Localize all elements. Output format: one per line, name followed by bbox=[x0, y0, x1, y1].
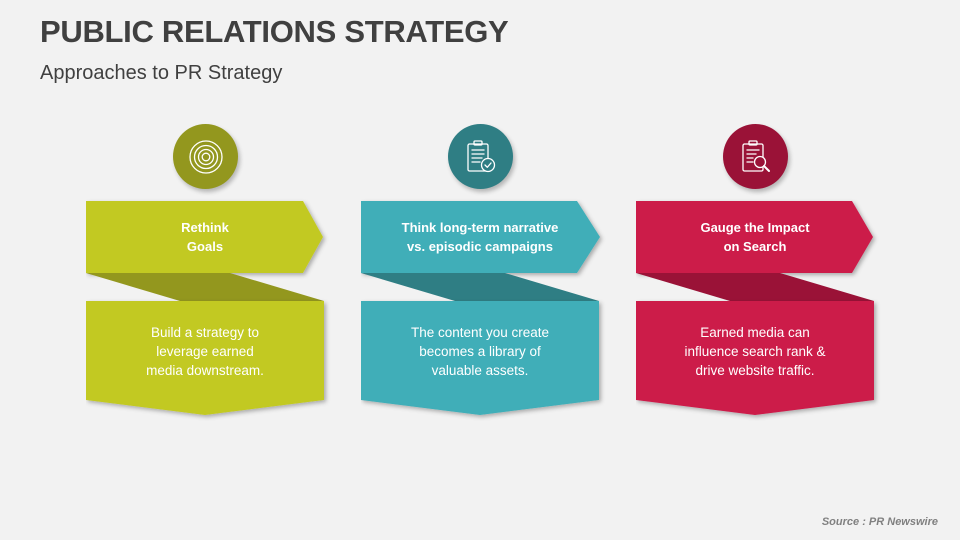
heading-arrow bbox=[361, 201, 600, 273]
page-title: PUBLIC RELATIONS STRATEGY bbox=[40, 14, 509, 49]
clipboard-search-icon bbox=[723, 124, 788, 189]
card-heading: Gauge the Impact on Search bbox=[700, 219, 810, 254]
fold-shape bbox=[636, 273, 874, 301]
card-body: Earned media can influence search rank &… bbox=[684, 324, 826, 378]
body-chevron bbox=[361, 301, 599, 415]
fold-shape bbox=[361, 273, 599, 301]
card-shapes bbox=[361, 201, 600, 415]
approach-card-gauge-impact: Gauge the Impact on Search Earned media … bbox=[636, 0, 911, 540]
card-heading: Think long-term narrative vs. episodic c… bbox=[401, 219, 559, 254]
heading-arrow bbox=[636, 201, 873, 273]
page-subtitle: Approaches to PR Strategy bbox=[40, 62, 283, 84]
card-body: Build a strategy to leverage earned medi… bbox=[146, 324, 264, 378]
card-body: The content you create becomes a library… bbox=[410, 324, 550, 378]
target-icon bbox=[173, 124, 238, 189]
clipboard-check-icon bbox=[448, 124, 513, 189]
source-citation: Source : PR Newswire bbox=[821, 516, 938, 528]
heading-arrow bbox=[86, 201, 323, 273]
card-heading: Rethink Goals bbox=[181, 219, 229, 254]
card-shapes bbox=[86, 201, 324, 415]
body-chevron bbox=[636, 301, 874, 415]
approach-card-rethink-goals: Rethink Goals Build a strategy to levera… bbox=[86, 0, 361, 540]
approach-card-long-term-narrative: Think long-term narrative vs. episodic c… bbox=[361, 0, 636, 540]
card-shapes bbox=[636, 201, 874, 415]
body-chevron bbox=[86, 301, 324, 415]
fold-shape bbox=[86, 273, 324, 301]
